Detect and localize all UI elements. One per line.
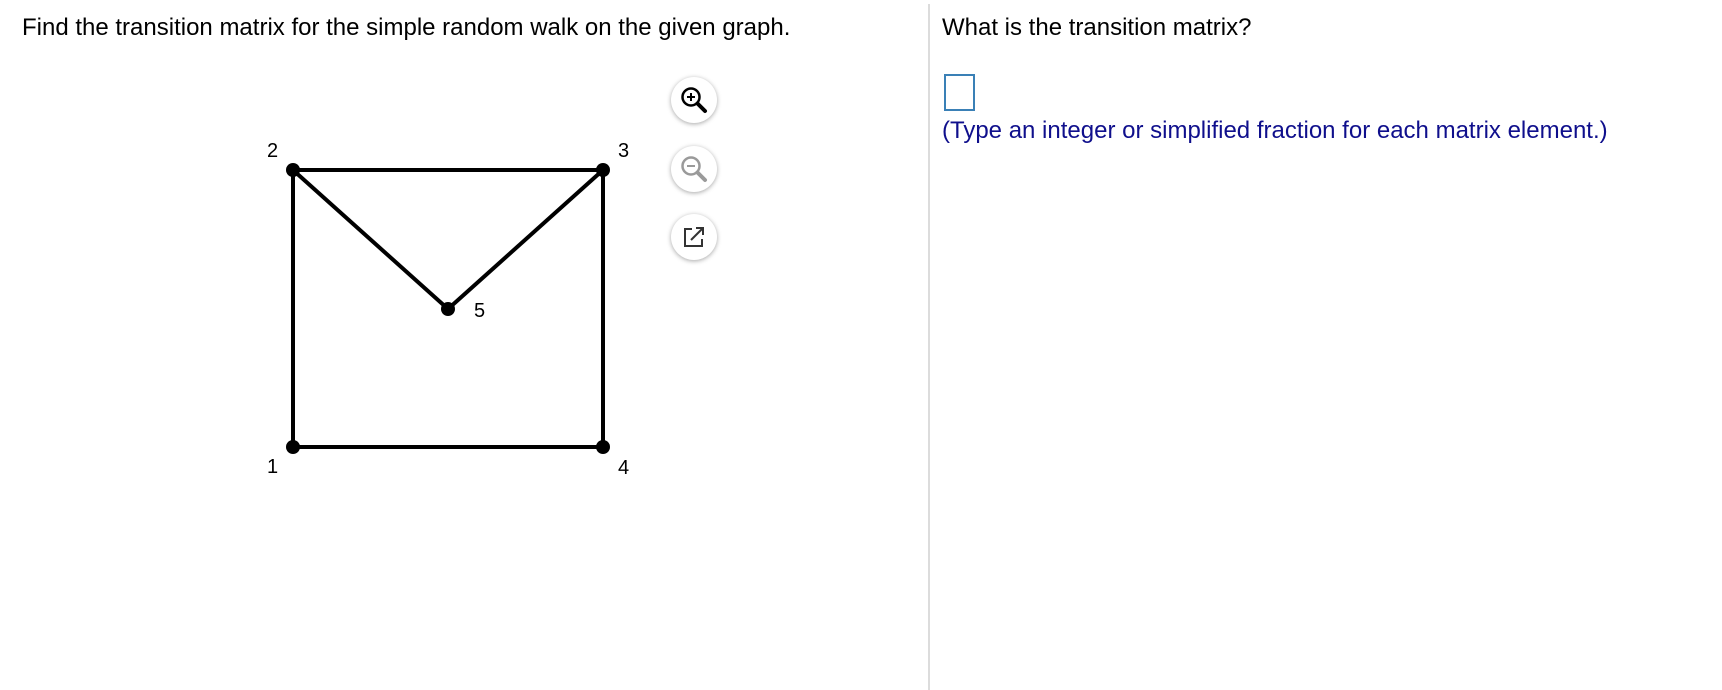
vertex-label-5: 5 — [474, 300, 485, 322]
question-pane: Find the transition matrix for the simpl… — [22, 14, 791, 479]
popout-icon — [684, 227, 704, 247]
vertex-3 — [596, 163, 610, 177]
zoom-in-button[interactable] — [671, 77, 717, 123]
edge-2-5 — [291, 168, 450, 311]
matrix-answer-input[interactable] — [944, 74, 975, 111]
vertex-4 — [596, 440, 610, 454]
vertex-2 — [286, 163, 300, 177]
vertex-label-3: 3 — [618, 140, 629, 162]
vertex-label-2: 2 — [267, 140, 278, 162]
popout-button[interactable] — [671, 214, 717, 260]
edge-3-5 — [446, 168, 605, 311]
pane-divider — [928, 4, 930, 690]
vertex-label-4: 4 — [618, 457, 629, 479]
zoom-out-button[interactable] — [671, 146, 717, 192]
vertex-5 — [441, 302, 455, 316]
answer-pane: What is the transition matrix? (Type an … — [930, 0, 1722, 690]
zoom-out-icon — [681, 156, 707, 182]
graph-figure: 1 2 3 4 5 — [267, 140, 629, 479]
vertex-label-1: 1 — [267, 456, 278, 478]
question-text: Find the transition matrix for the simpl… — [22, 14, 791, 41]
vertex-1 — [286, 440, 300, 454]
answer-prompt: What is the transition matrix? — [942, 14, 1252, 41]
answer-hint: (Type an integer or simplified fraction … — [942, 117, 1608, 144]
zoom-in-icon — [681, 87, 707, 113]
